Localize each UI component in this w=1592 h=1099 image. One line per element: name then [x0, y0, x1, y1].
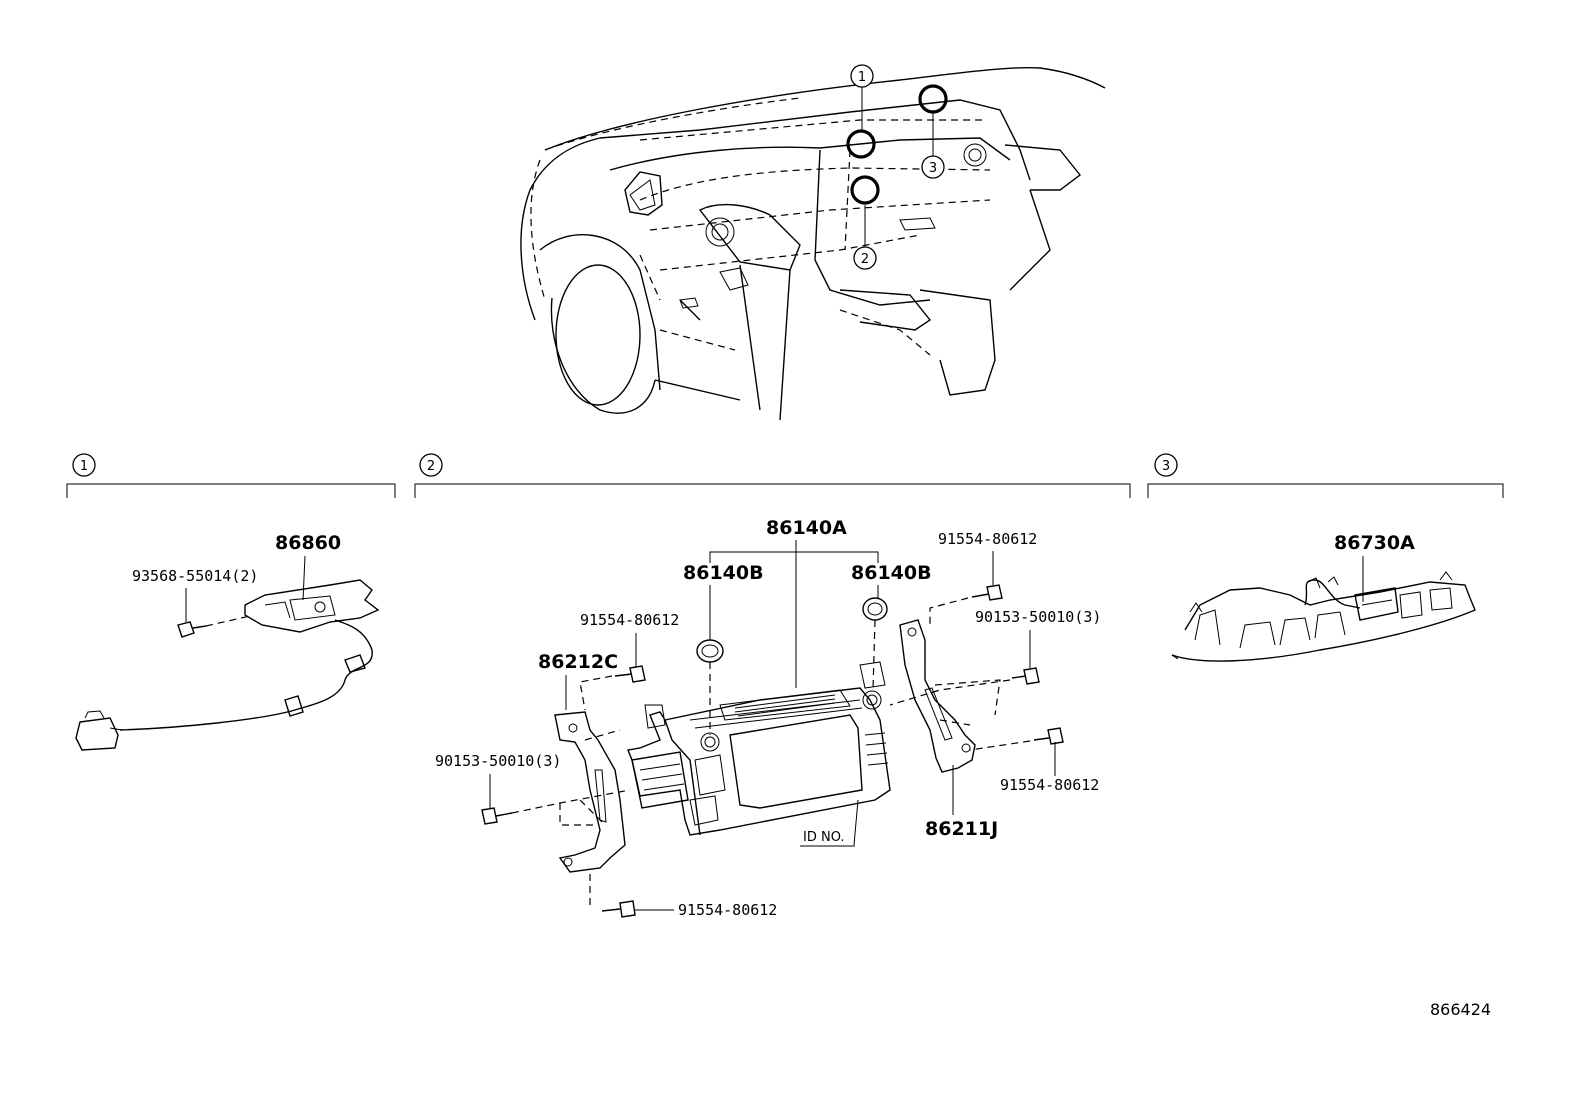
- section-2-marker: 2: [427, 459, 435, 474]
- overview-callout-3-label: 3: [929, 161, 937, 176]
- screw-91554-80612-top-right: 91554-80612: [938, 530, 1037, 548]
- part-86140B-left: 86140B: [683, 562, 764, 584]
- part-86140A: 86140A: [766, 517, 847, 539]
- screw-91554-80612-low-right: 91554-80612: [1000, 776, 1099, 794]
- screw-93568-55014: 93568-55014(2): [132, 567, 258, 585]
- overview-callout-3: [921, 155, 945, 179]
- screw-90153-50010-mid-left: 90153-50010(3): [435, 752, 561, 770]
- part-86730A: 86730A: [1334, 532, 1415, 554]
- overview-callout-2: [853, 246, 877, 270]
- section-2-parts: 86140A 86140B 86140B: [435, 517, 1101, 919]
- screw-90153-50010-mid-right: 90153-50010(3): [975, 608, 1101, 626]
- part-86140B-right: 86140B: [851, 562, 932, 584]
- screw-91554-80612-bottom: 91554-80612: [678, 901, 777, 919]
- section-headers: 1 2 3: [66, 453, 1504, 498]
- section-2-bracket: [414, 483, 1131, 498]
- section-3-bracket: [1147, 483, 1504, 498]
- id-no-label: ID NO.: [803, 830, 845, 845]
- section-3-parts: 86730A: [1171, 532, 1476, 662]
- section-3-marker: 3: [1162, 459, 1170, 474]
- overview-callout-2-label: 2: [861, 252, 869, 267]
- part-86211J: 86211J: [925, 818, 998, 840]
- section-1-bracket: [66, 483, 396, 498]
- section-1-parts: 86860 93568-55014(2): [75, 532, 380, 751]
- overview-callout-1-label: 1: [858, 70, 866, 85]
- screw-91554-80612-top-left: 91554-80612: [580, 611, 679, 629]
- part-86212C: 86212C: [538, 651, 618, 673]
- car-interior-overview: 1 2 3: [520, 64, 1106, 421]
- part-86860: 86860: [275, 532, 341, 554]
- overview-callout-1: [850, 64, 874, 88]
- section-1-marker: 1: [80, 459, 88, 474]
- figure-number: 866424: [1430, 1000, 1491, 1019]
